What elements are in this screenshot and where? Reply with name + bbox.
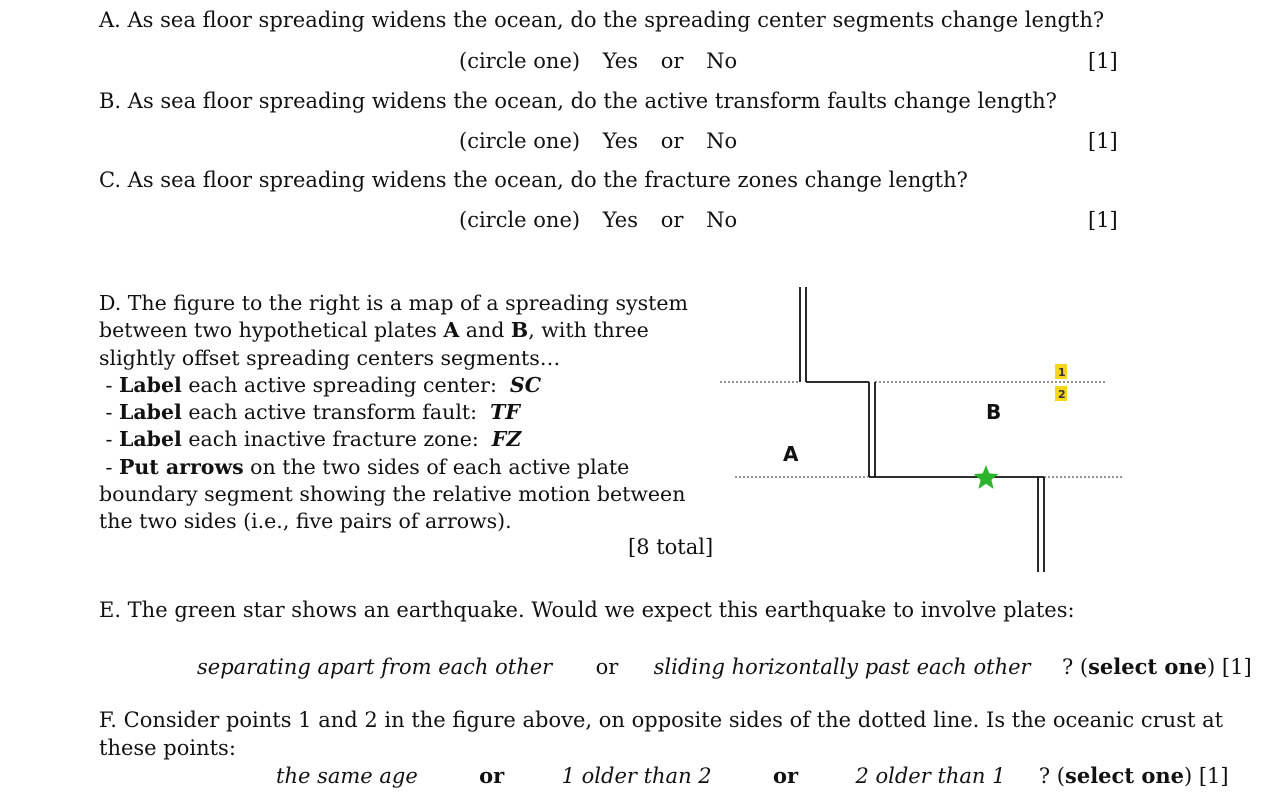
plate-a-label: A <box>783 442 799 466</box>
circle-one-label: (circle one) <box>459 129 581 153</box>
d-bullet-sc: - Label each active spreading center: SC <box>99 372 542 397</box>
d-bullet-tf: - Label each active transform fault: TF <box>99 400 520 425</box>
choice-row-c: (circle one) Yes or No <box>459 208 753 232</box>
question-e: E. The green star shows an earthquake. W… <box>99 598 1075 622</box>
f-option-1-older[interactable]: 1 older than 2 <box>561 764 712 788</box>
no-option[interactable]: No <box>706 49 738 73</box>
point-2-tag: 2 <box>1055 386 1067 401</box>
f-select-one: ? (select one) [1] <box>1038 763 1229 788</box>
points-a: [1] <box>1088 49 1118 73</box>
no-option[interactable]: No <box>706 129 738 153</box>
f-or-label-1: or <box>479 763 505 788</box>
question-d: D. The figure to the right is a map of a… <box>99 290 688 536</box>
or-label: or <box>660 49 684 73</box>
e-select-one: ? (select one) [1] <box>1061 654 1252 679</box>
e-option-sliding[interactable]: sliding horizontally past each other <box>653 655 1031 679</box>
circle-one-label: (circle one) <box>459 49 581 73</box>
d-line-1: D. The figure to the right is a map of a… <box>99 291 688 315</box>
point-1-tag: 1 <box>1055 364 1067 379</box>
question-b: B. As sea floor spreading widens the oce… <box>99 89 1057 113</box>
no-option[interactable]: No <box>706 208 738 232</box>
f-option-2-older[interactable]: 2 older than 1 <box>855 764 1006 788</box>
f-or-label-2: or <box>773 763 799 788</box>
question-a: A. As sea floor spreading widens the oce… <box>99 8 1105 32</box>
d-line-2: between two hypothetical plates A and B,… <box>99 318 649 343</box>
d-line-8: boundary segment showing the relative mo… <box>99 482 686 507</box>
d-line-9: the two sides (i.e., five pairs of arrow… <box>99 509 512 534</box>
or-label: or <box>660 208 684 232</box>
point-1-label: 1 <box>1058 366 1066 379</box>
question-c: C. As sea floor spreading widens the oce… <box>99 168 968 192</box>
f-options-row: the same age or 1 older than 2 or 2 olde… <box>276 763 1229 788</box>
d-bullet-fz: - Label each inactive fracture zone: FZ <box>99 427 522 452</box>
question-f-line-1: F. Consider points 1 and 2 in the figure… <box>99 708 1224 732</box>
d-total-points: [8 total] <box>628 535 714 559</box>
yes-option[interactable]: Yes <box>602 129 639 153</box>
e-or-label: or <box>595 655 619 679</box>
or-label: or <box>660 129 684 153</box>
question-f-line-2: these points: <box>99 736 236 760</box>
points-c: [1] <box>1088 208 1118 232</box>
plate-b-label: B <box>986 400 1001 424</box>
e-options-row: separating apart from each other or slid… <box>197 654 1252 679</box>
choice-row-b: (circle one) Yes or No <box>459 129 753 153</box>
choice-row-a: (circle one) Yes or No <box>459 49 753 73</box>
f-option-same-age[interactable]: the same age <box>276 764 418 788</box>
circle-one-label: (circle one) <box>459 208 581 232</box>
d-line-3: slightly offset spreading centers segmen… <box>99 345 561 370</box>
points-b: [1] <box>1088 129 1118 153</box>
d-bullet-arrows: - Put arrows on the two sides of each ac… <box>99 454 630 479</box>
yes-option[interactable]: Yes <box>602 208 639 232</box>
point-2-label: 2 <box>1058 388 1066 401</box>
e-option-separating[interactable]: separating apart from each other <box>197 655 553 679</box>
spreading-system-map: A B 1 2 <box>720 287 1122 572</box>
yes-option[interactable]: Yes <box>602 49 639 73</box>
earthquake-star-icon <box>973 465 999 489</box>
